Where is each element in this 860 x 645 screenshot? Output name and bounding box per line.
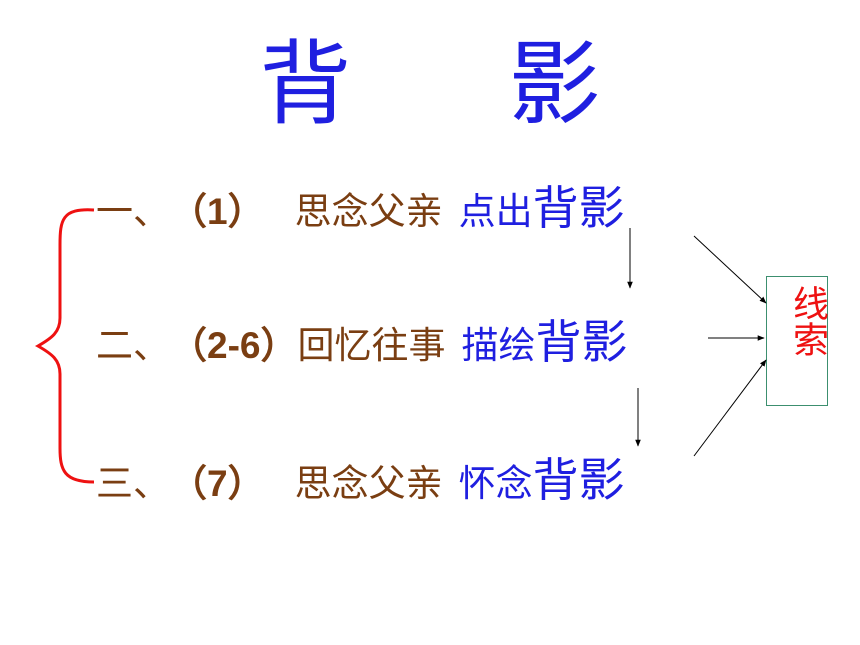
section-keyword: 背影 [532, 181, 625, 235]
section-verb: 怀念 [458, 462, 533, 505]
paragraph-range: （2-6） [170, 325, 298, 366]
section-row-3: 三、（7） 思念父亲怀念背影 [96, 452, 625, 508]
section-description: 回忆往事 [297, 324, 446, 367]
section-description: 思念父亲 [294, 190, 443, 233]
section-number: 三、 [96, 462, 170, 505]
section-description: 思念父亲 [294, 462, 443, 505]
left-brace [34, 208, 95, 484]
section-row-1: 一、（1） 思念父亲点出背影 [96, 180, 625, 236]
section-number: 二、 [96, 324, 170, 367]
paragraph-range: （1） [170, 191, 265, 232]
section-row-2: 二、（2-6）回忆往事描绘背影 [96, 314, 627, 370]
arrow-to-clue-3 [693, 359, 767, 457]
page-title: 背 影 [259, 31, 665, 138]
arrow-to-clue-1 [693, 235, 767, 304]
paragraph-range: （7） [170, 463, 265, 504]
section-number: 一、 [96, 190, 170, 233]
clue-box: 线索 [766, 276, 828, 406]
clue-label: 线索 [787, 285, 828, 357]
section-verb: 描绘 [461, 324, 536, 367]
section-keyword: 背影 [535, 315, 628, 369]
section-verb: 点出 [458, 190, 533, 233]
section-keyword: 背影 [532, 453, 625, 507]
